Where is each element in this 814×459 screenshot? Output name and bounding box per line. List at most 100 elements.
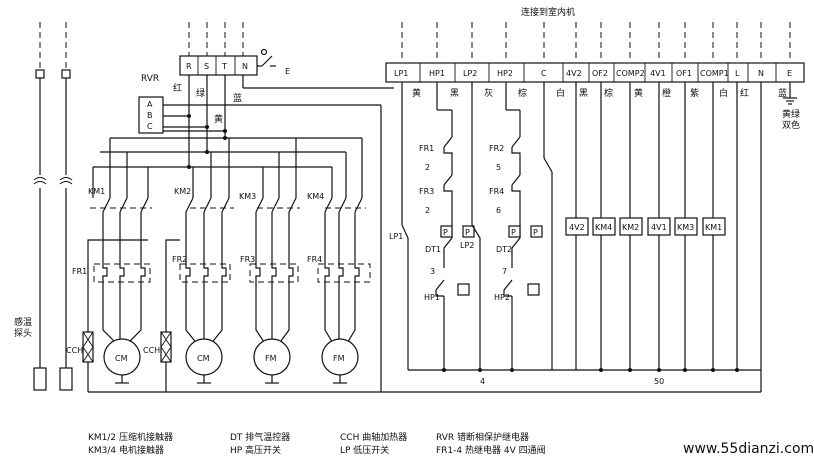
circuit2-fr-a-label: FR2 [489, 144, 504, 153]
coil-label-km3: KM3 [677, 223, 694, 232]
crankcase-heater-1 [82, 310, 94, 392]
coil-km2 [619, 217, 643, 236]
terminal-hp1: HP1 [429, 69, 445, 78]
circuit2-fr-b-num: 6 [496, 206, 501, 215]
terminal-4v2: 4V2 [566, 69, 582, 78]
heater-supply-wiring [87, 239, 180, 310]
circuit2-dt-num: 7 [502, 267, 507, 276]
wire-color-lp2: 灰 [484, 87, 493, 99]
rvr-input-b: B [147, 111, 153, 120]
sensor-label-line1: 感温 [14, 316, 32, 328]
overload-label-fr4: FR4 [307, 255, 322, 264]
legend-row1-col3: CCH 曲轴加热器 [340, 431, 407, 443]
overload-label-fr3: FR3 [240, 255, 255, 264]
indoor-terminal-labels: LP1 HP1 LP2 HP2 C 4V2 OF2 COMP2 4V1 OF1 … [394, 69, 792, 78]
terminal-l: L [735, 69, 740, 78]
motor-cm-1 [103, 338, 141, 384]
terminal-hp2: HP2 [497, 69, 513, 78]
coil-label-4v2: 4V2 [569, 223, 585, 232]
circuit1-dt-label: DT1 [425, 245, 441, 254]
legend-row1-col4: RVR 错断相保护继电器 [436, 431, 529, 443]
legend-row2-col2: HP 高压开关 [230, 444, 281, 456]
contactor-label-km2: KM2 [174, 187, 191, 196]
motor-label-cm-2: CM [197, 354, 210, 363]
phase-color-n: 蓝 [233, 92, 242, 104]
crankcase-heater-label-1: CCH [66, 346, 83, 355]
circuit2-pressure-switch-1 [508, 225, 521, 238]
coil-km3 [674, 217, 698, 236]
wire-color-of1: 紫 [690, 88, 699, 99]
circuit1-dt-num: 3 [430, 267, 435, 276]
wire-color-4v1: 橙 [662, 87, 671, 99]
terminal-c: C [541, 69, 547, 78]
circuit2-lp-label: LP2 [460, 241, 474, 250]
overload-label-fr1: FR1 [72, 267, 87, 276]
power-terminal-r: R [186, 62, 192, 71]
wire-color-lp1: 黄 [412, 87, 421, 99]
circuit2-pressure-label-1: P [511, 228, 516, 237]
circuit1-pressure-switch-1 [440, 225, 453, 238]
overload-label-fr2: FR2 [172, 255, 187, 264]
coil-label-4v1: 4V1 [651, 223, 667, 232]
control-circuit-1-wiring [401, 82, 453, 370]
terminal-e: E [787, 69, 792, 78]
legend-row2-col1: KM3/4 电机接触器 [88, 444, 164, 456]
circuit1-lp-label: LP1 [389, 232, 403, 241]
coil-label-km2: KM2 [622, 223, 639, 232]
terminal-comp1: COMP1 [700, 69, 729, 78]
phase-color-r: 红 [173, 82, 182, 94]
power-earth-label: E [285, 67, 290, 76]
wire-color-comp1: 白 [719, 87, 728, 99]
rvr-label: RVR [141, 74, 159, 84]
wire-color-e: 蓝 [778, 87, 787, 99]
terminal-comp2: COMP2 [616, 69, 645, 78]
rvr-relay [138, 96, 164, 134]
sensor-probe-1 [33, 367, 47, 391]
earth-ground-symbol [783, 82, 797, 105]
bus-label-left: 4 [480, 377, 485, 386]
junction-dots [187, 114, 227, 169]
phase-wiring [92, 75, 394, 392]
sensor-label-line2: 探头 [14, 327, 32, 339]
crankcase-heater-label-2: CCH [143, 346, 160, 355]
terminal-4v1: 4V1 [650, 69, 666, 78]
legend-row2-col3: LP 低压开关 [340, 444, 389, 456]
bus-label-right: 50 [654, 377, 664, 386]
power-terminal-t: T [221, 62, 227, 71]
coil-wiring [575, 82, 762, 370]
earth-wire-color-text: 黄绿 [782, 108, 800, 120]
circuit1-fr-b-num: 2 [425, 206, 430, 215]
circuit2-fr-b-label: FR4 [489, 187, 504, 196]
neutral-bus [381, 368, 762, 393]
legend-row1-col1: KM1/2 压缩机接触器 [88, 431, 173, 443]
earth-wire-color-text-2: 双色 [782, 119, 800, 131]
wire-color-l: 红 [740, 87, 749, 99]
circuit2-pressure-switch-2 [530, 225, 543, 238]
motor-label-cm-1: CM [115, 354, 128, 363]
circuit1-pressure-label-2: P [465, 228, 470, 237]
circuit1-hp-switch [457, 283, 470, 296]
coil-4v1 [647, 217, 671, 236]
circuit2-pressure-label-2: P [533, 228, 538, 237]
circuit2-hp-label: HP2 [494, 293, 510, 302]
coil-km1 [702, 217, 726, 236]
motor-label-fm-2: FM [333, 354, 345, 363]
coil-4v2 [565, 217, 589, 236]
crankcase-heater-2 [160, 310, 172, 392]
indoor-dashed-lines [401, 22, 791, 62]
phase-color-t: 黄 [214, 113, 223, 125]
circuit2-fr-a-num: 5 [496, 163, 501, 172]
sensor-label: 感温 探头 [14, 316, 35, 339]
motor-leads [102, 284, 356, 346]
wire-color-hp1: 黑 [450, 88, 459, 99]
terminal-of1: OF1 [676, 69, 692, 78]
earth-wire-color: 黄绿 双色 [782, 108, 803, 131]
wire-color-c: 白 [556, 87, 565, 99]
motor-label-fm-1: FM [265, 354, 277, 363]
legend-row1-col2: DT 排气温控器 [230, 431, 290, 443]
terminal-of2: OF2 [592, 69, 608, 78]
coil-km4 [592, 217, 616, 236]
circuit1-hp-label: HP1 [424, 293, 440, 302]
overload-relays [93, 262, 371, 284]
